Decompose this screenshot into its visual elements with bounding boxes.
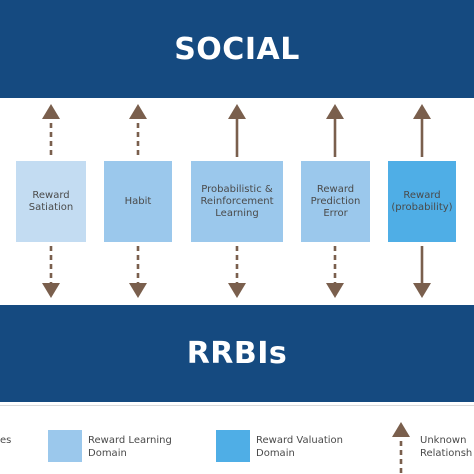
arrow-up-4 [413, 104, 431, 157]
arrow-down-0 [42, 246, 60, 298]
arrow-down-3 [326, 246, 344, 298]
legend-label-unknown-relationship: Unknown Relationsh [420, 435, 473, 459]
arrow-down-4 [413, 246, 431, 298]
arrow-down-2 [228, 246, 246, 298]
box-probabilistic-reinforcement-learning: Probabilistic & Reinforcement Learning [191, 161, 283, 242]
legend-label-cut: es [0, 435, 12, 446]
arrow-up-3 [326, 104, 344, 157]
box-label: Reward Prediction Error [310, 183, 361, 219]
legend-label-reward-learning: Reward Learning Domain [88, 435, 172, 459]
box-reward-prediction-error: Reward Prediction Error [301, 161, 370, 242]
arrow-down-1 [129, 246, 147, 298]
legend-arrow-shape [392, 422, 410, 474]
social-band: SOCIAL [0, 0, 474, 98]
legend-divider [0, 405, 474, 406]
box-reward-probability: Reward (probability) [388, 161, 456, 242]
box-label: Reward Satiation [28, 189, 74, 213]
box-label: Habit [124, 195, 152, 207]
box-label: Probabilistic & Reinforcement Learning [200, 183, 274, 219]
arrow-up-0 [42, 104, 60, 157]
box-reward-satiation: Reward Satiation [16, 161, 86, 242]
box-habit: Habit [104, 161, 172, 242]
legend-swatch-reward-valuation [216, 430, 250, 462]
legend-label-reward-valuation: Reward Valuation Domain [256, 435, 344, 459]
legend-swatch-reward-learning [48, 430, 82, 462]
box-label: Reward (probability) [391, 189, 453, 213]
arrow-up-1 [129, 104, 147, 157]
legend-arrow-icon [392, 422, 410, 474]
social-label: SOCIAL [174, 31, 300, 67]
rrbis-label: RRBIs [186, 336, 288, 371]
arrow-up-2 [228, 104, 246, 157]
rrbis-band: RRBIs [0, 305, 474, 402]
